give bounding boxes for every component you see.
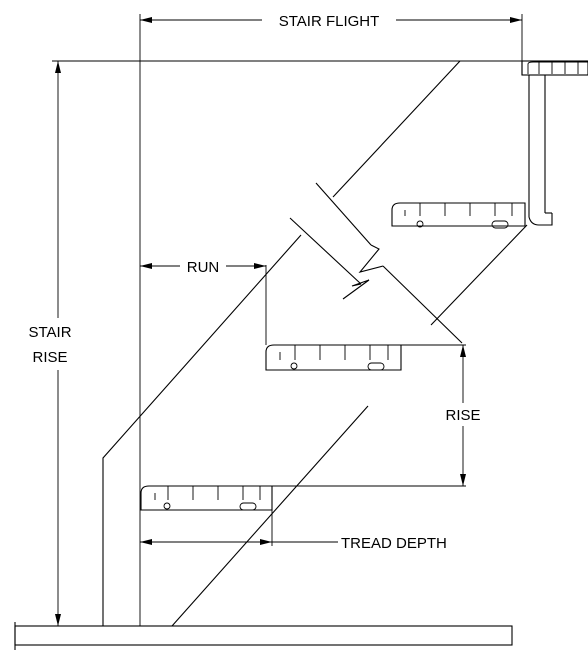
stringer-lower [102,234,369,627]
run-dimension [140,263,267,345]
stair-flight-label: STAIR FLIGHT [279,13,380,30]
floor-slab [14,622,513,650]
stringer-upper [332,60,528,326]
break-line [289,182,463,344]
tread-depth-label: TREAD DEPTH [341,535,447,552]
stair-flight-dimension [139,14,523,626]
rise-dimension [272,344,466,487]
tread-depth-dimension [140,510,338,546]
rise-label: RISE [445,407,480,424]
run-label: RUN [187,259,220,276]
stair-rise-label-line2: RISE [32,349,67,366]
tread-top [391,202,526,229]
top-channel [521,60,588,226]
tread-bottom [140,485,273,511]
stair-rise-dimension [55,61,61,626]
tread-middle [265,344,402,371]
stair-rise-label-line1: STAIR [28,324,71,341]
